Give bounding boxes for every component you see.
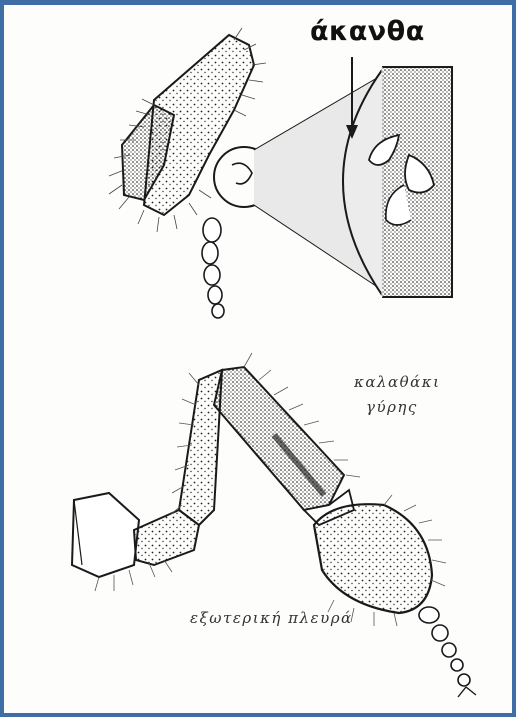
spine-label: άκανθα <box>310 16 425 47</box>
upper-leg-drawing <box>109 28 452 318</box>
pollen-basket-label-line2: γύρης <box>366 398 418 416</box>
outer-side-label: εξωτερική πλευρά <box>190 609 353 627</box>
bee-leg-illustration <box>4 5 512 713</box>
pollen-basket-label-line1: καλαθάκι <box>354 373 440 391</box>
